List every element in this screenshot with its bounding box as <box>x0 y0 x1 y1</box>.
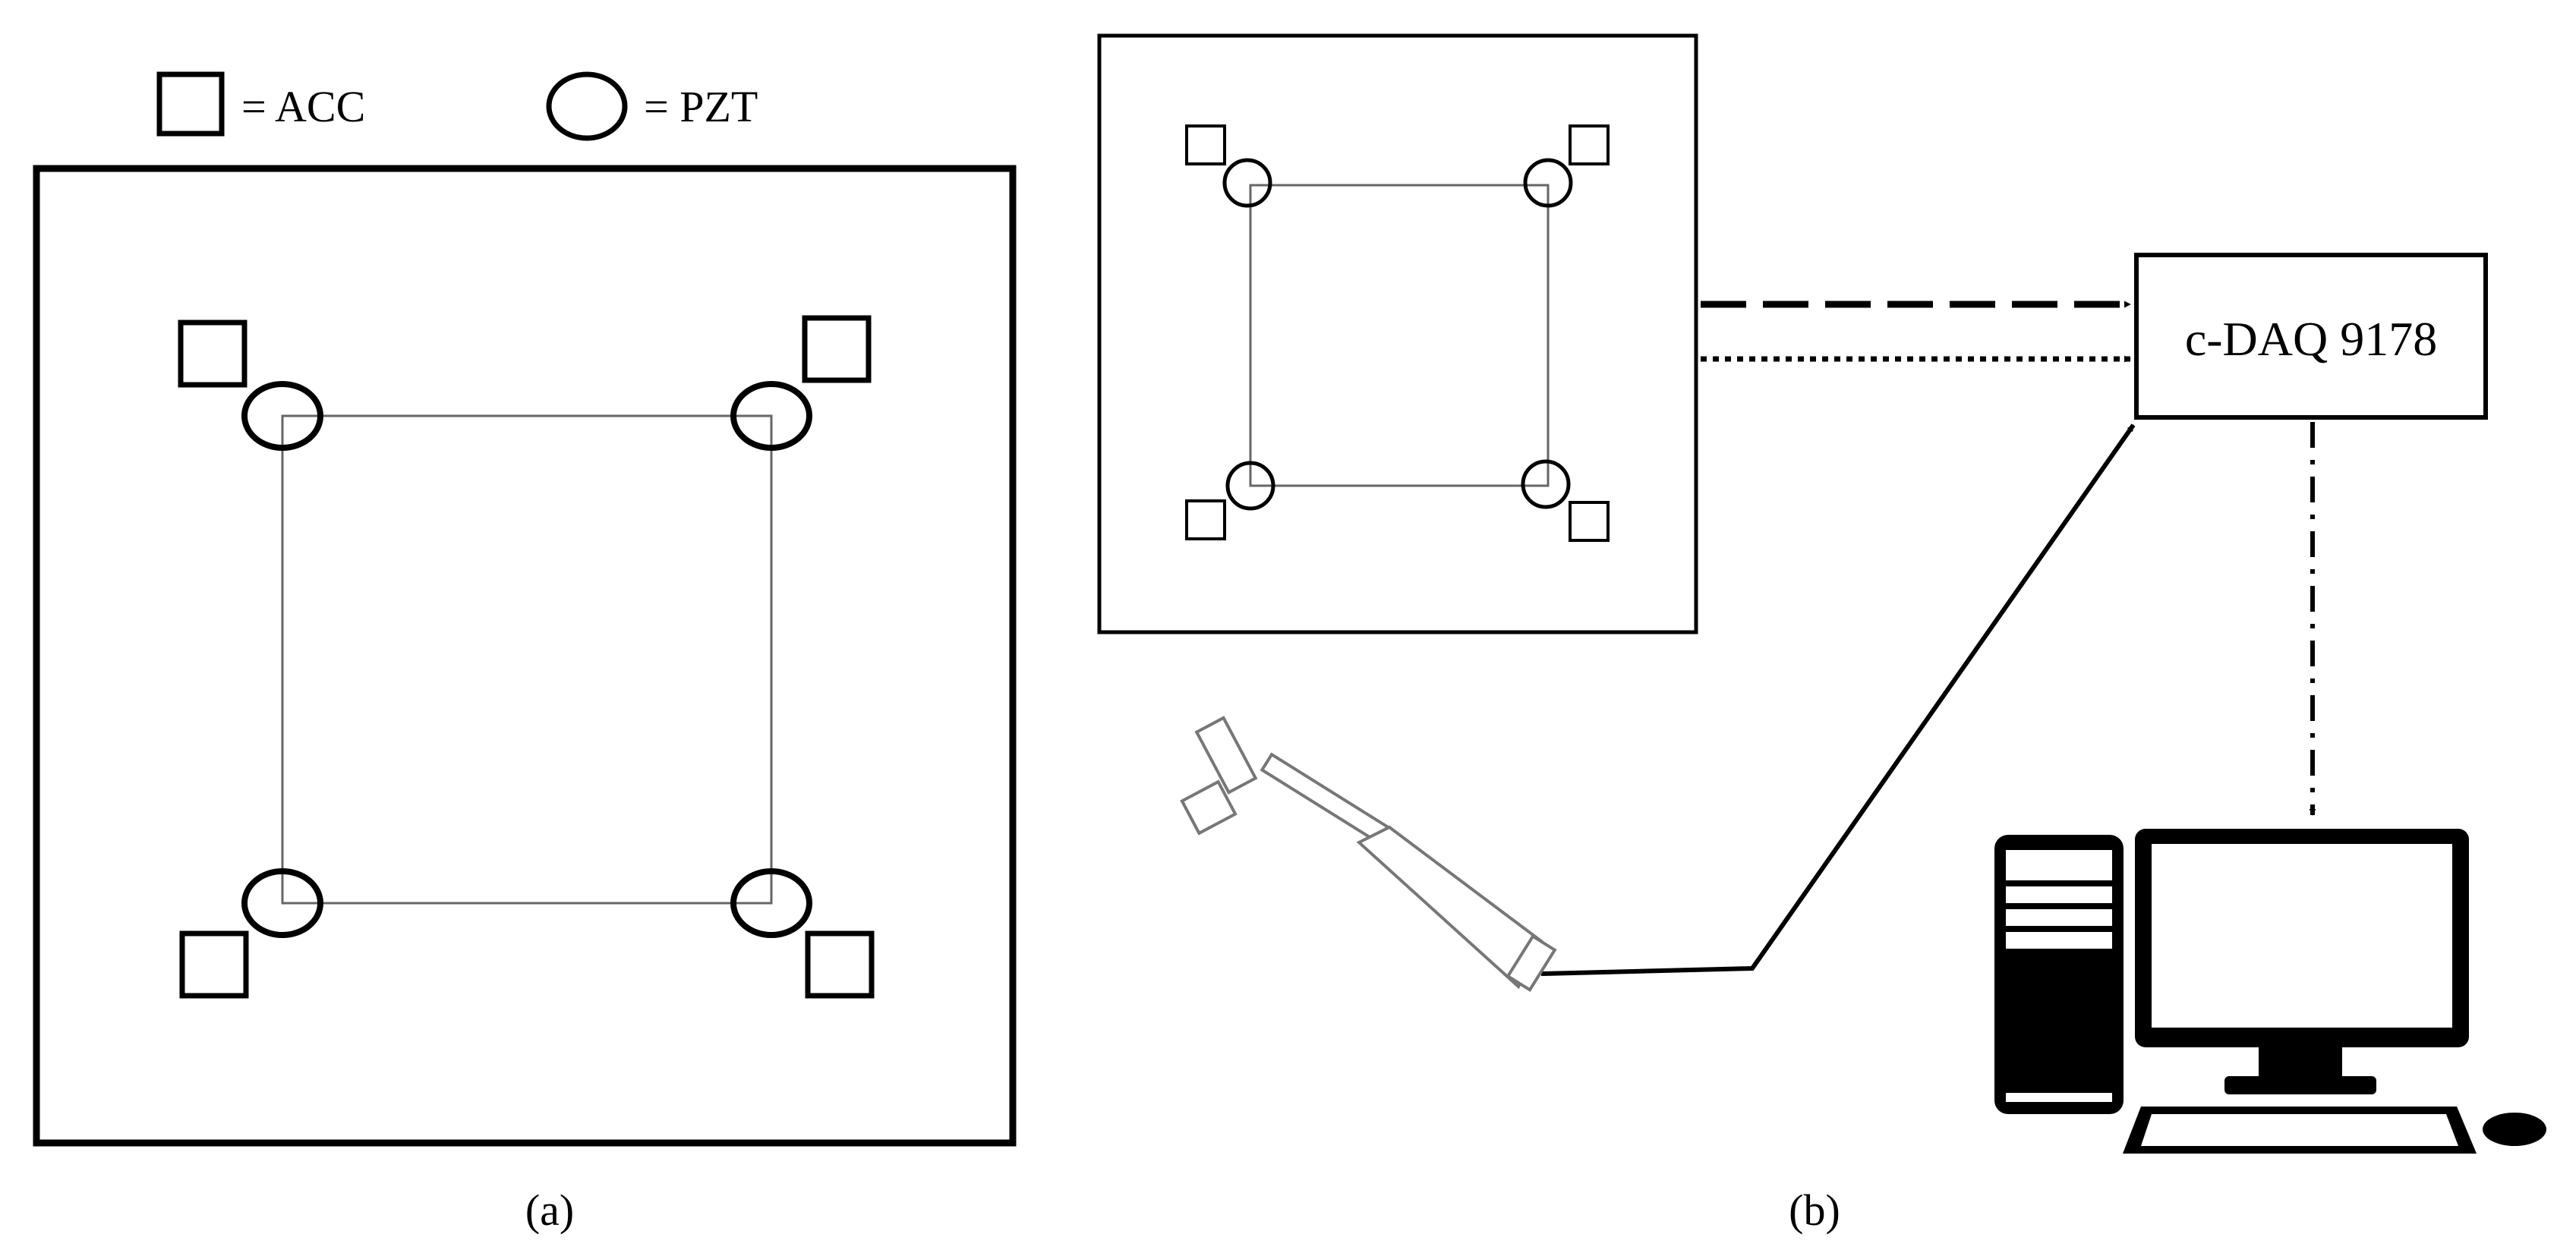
panel-b-caption: (b) <box>1789 1185 1840 1235</box>
acc-sensor-icon <box>1185 124 1226 165</box>
impact-hammer-icon <box>1180 716 1557 993</box>
pzt-legend-label: = PZT <box>644 82 758 131</box>
panel-a-caption: (a) <box>525 1185 574 1235</box>
acc-sensor-icon <box>805 930 875 999</box>
plate-b <box>1097 33 1698 634</box>
acc-legend-label: = ACC <box>241 82 365 131</box>
panel-a: (a) <box>33 165 1017 1235</box>
pzt-sensor-icon <box>241 868 323 938</box>
daq-box <box>2134 253 2488 420</box>
acc-sensor-icon <box>178 320 248 388</box>
sensor-square-b <box>1249 184 1550 487</box>
daq-label: c-DAQ 9178 <box>2185 312 2437 366</box>
plate-a <box>33 165 1017 1147</box>
pzt-sensor-icon <box>1225 461 1275 511</box>
acc-sensor-icon <box>1185 499 1226 540</box>
sensor-square-a <box>281 414 773 905</box>
pzt-sensor-icon <box>730 381 812 451</box>
hammer-signal-arrow <box>1540 423 2136 976</box>
pzt-sensor-icon <box>730 868 812 938</box>
acc-legend-icon <box>156 71 225 137</box>
pzt-sensor-icon <box>1523 158 1573 208</box>
pzt-sensor-icon <box>241 381 323 451</box>
acc-sensor-icon <box>1569 501 1610 542</box>
pzt-sensor-icon <box>1222 158 1272 208</box>
legend: = ACC = PZT <box>156 71 758 141</box>
acc-sensor-icon <box>1569 124 1610 165</box>
desktop-computer-icon <box>1994 829 2546 1154</box>
pzt-legend-icon <box>546 71 628 141</box>
panel-b: c-DAQ 9178 <box>1097 33 2546 1235</box>
acc-sensor-icon <box>179 930 249 999</box>
pzt-sensor-icon <box>1521 459 1571 509</box>
acc-sensor-icon <box>802 315 872 383</box>
